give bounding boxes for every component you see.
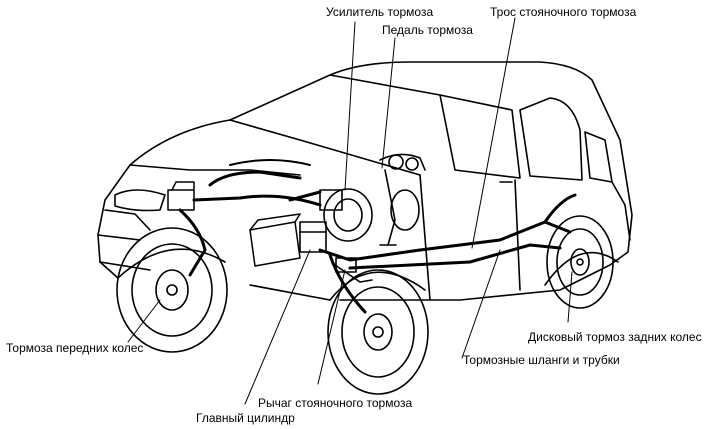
label-parking-brake-lever: Рычаг стояночного тормоза [258,396,413,410]
car-body [97,61,633,301]
middle-wheel [327,269,429,395]
label-parking-brake-cable: Трос стояночного тормоза [490,5,637,19]
label-brake-booster: Усилитель тормоза [326,5,434,19]
label-brake-pedal: Педаль тормоза [382,23,473,37]
brake-lines [178,159,577,314]
battery [249,213,301,267]
brake-booster-unit [319,188,373,242]
label-brake-hoses-lines: Тормозные шланги и трубки [463,353,620,367]
abs-unit [167,181,195,211]
rear-wheel [546,215,614,309]
leader-lines [127,17,573,405]
label-rear-disc-brake: Дисковый тормоз задних колес [528,330,702,344]
label-front-brakes: Тормоза передних колес [6,341,144,355]
front-wheel [116,227,228,353]
label-master-cylinder: Главный цилиндр [196,411,295,425]
brake-pedal-assembly [379,169,420,246]
master-cylinder-unit [299,221,327,253]
